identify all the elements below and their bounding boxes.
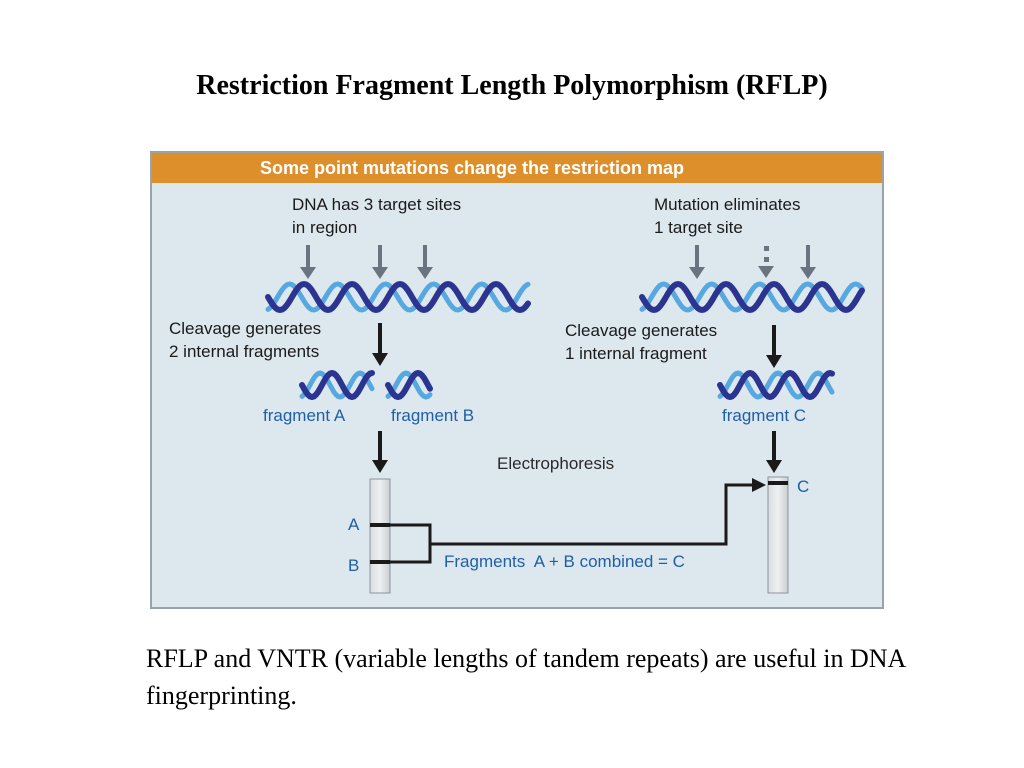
left-heading-line1: DNA has 3 target sites (292, 195, 462, 214)
dna-strand (639, 281, 865, 313)
band-c-label: C (797, 477, 810, 496)
band-a (370, 523, 390, 527)
slide-title: Restriction Fragment Length Polymorphism… (196, 70, 828, 101)
dna-strand (385, 369, 433, 401)
left-heading-line2: in region (292, 218, 358, 237)
dna-strand (265, 280, 531, 314)
combine-connector (390, 478, 766, 564)
rflp-figure: Some point mutations change the restrict… (150, 151, 884, 609)
band-a-label: A (348, 515, 360, 534)
dna-strand (717, 369, 835, 401)
band-b (370, 560, 390, 564)
target-arrow-r3 (800, 245, 816, 279)
dna-strand (265, 281, 531, 313)
right-heading-line2: 1 target site (654, 218, 743, 237)
dna-helix-left (265, 280, 531, 314)
fragment-c-label: fragment C (722, 406, 807, 425)
dna-strand (639, 280, 865, 314)
right-cleavage-line2: 1 internal fragment (565, 344, 707, 363)
right-cleavage-line1: Cleavage generates (565, 321, 718, 340)
combined-label: Fragments A + B combined = C (444, 552, 685, 571)
left-cleavage-line1: Cleavage generates (169, 319, 322, 338)
dna-fragment-a (299, 369, 375, 401)
electrophoresis-label: Electrophoresis (497, 454, 615, 473)
band-b-label: B (348, 556, 360, 575)
figure-artwork (265, 245, 865, 594)
figure-header: Some point mutations change the restrict… (152, 153, 882, 183)
dna-strand (299, 370, 375, 400)
gel-lane-right (767, 476, 789, 594)
target-site-arrows-left (300, 245, 433, 279)
dna-fragment-c (717, 369, 835, 401)
dna-fragment-b (385, 369, 433, 401)
process-arrows (372, 323, 782, 473)
target-arrow-1 (300, 245, 316, 279)
target-arrow-3 (417, 245, 433, 279)
gel-lane-left (369, 478, 391, 594)
dna-strand (717, 370, 835, 400)
dna-strand (385, 370, 433, 400)
left-cleavage-line2: 2 internal fragments (169, 342, 320, 361)
target-arrow-2 (372, 245, 388, 279)
band-c (768, 481, 788, 485)
target-arrow-r1 (689, 245, 705, 279)
dna-strand (299, 369, 375, 401)
dna-helix-right (639, 280, 865, 314)
right-heading-line1: Mutation eliminates (654, 195, 801, 214)
slide-caption: RFLP and VNTR (variable lengths of tande… (146, 644, 905, 710)
eliminated-site-mark (758, 246, 774, 278)
target-site-arrows-right (689, 245, 816, 279)
fragment-a-label: fragment A (263, 406, 346, 425)
fragment-b-label: fragment B (391, 406, 475, 425)
